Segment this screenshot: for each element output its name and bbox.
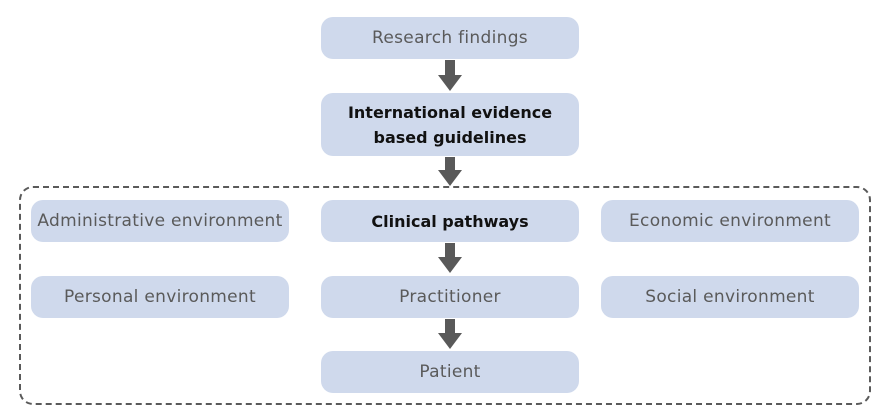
guidelines-box: International evidence based guidelines xyxy=(321,93,579,156)
patient-box: Patient xyxy=(321,351,579,393)
clinical-pathways-box: Clinical pathways xyxy=(321,200,579,242)
administrative-environment-label: Administrative environment xyxy=(37,211,283,231)
arrow-down-icon xyxy=(438,157,462,186)
economic-environment-label: Economic environment xyxy=(629,211,831,231)
clinical-pathways-label: Clinical pathways xyxy=(371,211,529,231)
practitioner-label: Practitioner xyxy=(399,287,501,307)
patient-label: Patient xyxy=(419,362,481,382)
research-findings-box: Research findings xyxy=(321,17,579,59)
context-frame xyxy=(19,186,871,405)
research-findings-label: Research findings xyxy=(372,28,528,48)
guidelines-label-line1: International evidence xyxy=(347,102,553,122)
social-environment-box: Social environment xyxy=(601,276,859,318)
guidelines-label-line2: based guidelines xyxy=(373,127,527,147)
practitioner-box: Practitioner xyxy=(321,276,579,318)
arrow-down-icon xyxy=(438,60,462,91)
administrative-environment-box: Administrative environment xyxy=(31,200,289,242)
social-environment-label: Social environment xyxy=(645,287,815,307)
personal-environment-box: Personal environment xyxy=(31,276,289,318)
economic-environment-box: Economic environment xyxy=(601,200,859,242)
arrow-down-icon xyxy=(438,243,462,273)
arrow-down-icon xyxy=(438,319,462,349)
personal-environment-label: Personal environment xyxy=(64,287,256,307)
